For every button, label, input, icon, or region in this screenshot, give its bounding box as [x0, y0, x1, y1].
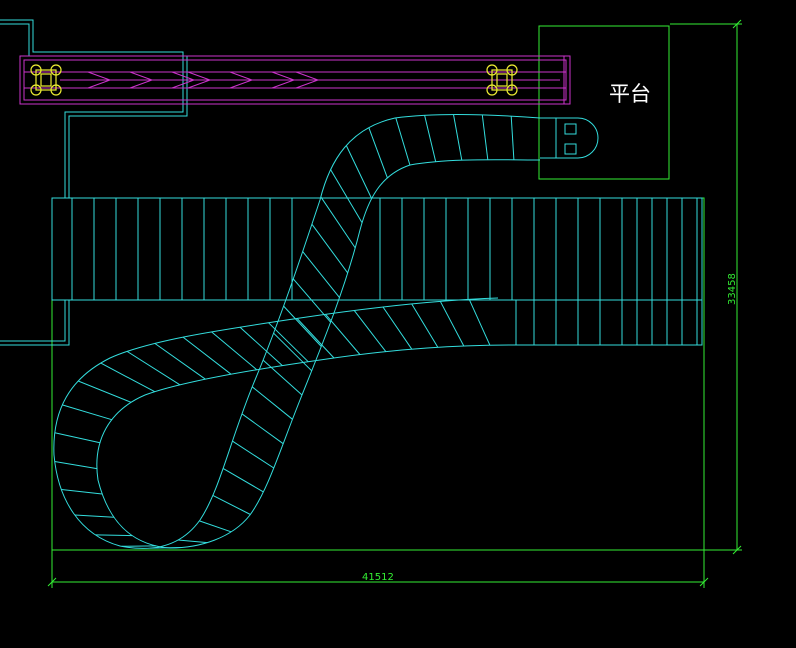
straight-slide-end: [515, 300, 703, 346]
tube-rib: [468, 299, 491, 346]
fixture-post: [30, 84, 42, 96]
tube-rib: [74, 514, 114, 518]
tube-outer-edge: [53, 114, 541, 549]
fixture: [30, 64, 62, 96]
entry-box: [564, 123, 577, 135]
tube-rib: [199, 520, 232, 533]
conveyor-belt: [19, 55, 571, 105]
width-dimension-label: 41512: [362, 572, 394, 583]
tube-rib: [241, 413, 284, 445]
tube-rib: [211, 331, 258, 371]
tube-rib: [302, 251, 340, 298]
tube-rib: [368, 127, 388, 179]
fixture-post: [486, 84, 498, 96]
tube-rib: [239, 326, 283, 366]
tube-rib: [126, 350, 181, 386]
fixture-post: [50, 84, 62, 96]
conveyor-arrows: [87, 71, 320, 89]
tube-rib: [262, 359, 303, 396]
straight-slide-section: [51, 197, 703, 346]
fixture: [486, 64, 518, 96]
tube-rib: [325, 313, 361, 355]
height-tick-top: [732, 19, 742, 29]
fixture-frame: [491, 69, 513, 91]
tube-rib: [251, 386, 293, 420]
fixture-core: [496, 73, 508, 87]
height-tick-bottom: [732, 545, 742, 555]
tube-rib: [61, 489, 103, 495]
tube-rib: [453, 114, 463, 161]
tube-rib: [439, 301, 465, 347]
tube-inner-edge: [96, 159, 541, 549]
fixture-post: [506, 64, 518, 76]
tube-rib: [268, 322, 309, 363]
tube-rib: [411, 303, 439, 348]
tube-rib: [54, 461, 97, 470]
tube-rib: [177, 539, 208, 544]
slide-entry: [540, 117, 599, 159]
tube-rib: [320, 196, 356, 249]
tube-rib: [54, 432, 101, 444]
straight-slide-outline: [51, 197, 703, 301]
tube-rib: [222, 467, 264, 493]
platform-label: 平台: [609, 82, 651, 106]
fixture-post: [30, 64, 42, 76]
fixture-post: [50, 64, 62, 76]
overall-boundary: [51, 197, 705, 551]
tube-rib: [345, 145, 373, 199]
entry-cap: [540, 117, 599, 159]
tube-rib: [296, 318, 335, 359]
tube-rib: [382, 306, 413, 350]
entry-box: [564, 143, 577, 155]
conveyor-fixtures: [30, 64, 518, 96]
fixture-post: [486, 64, 498, 76]
height-dimension-label: 33458: [727, 273, 738, 305]
tube-slide: [53, 114, 541, 549]
tube-rib: [292, 278, 331, 323]
width-tick-right: [699, 577, 709, 587]
tube-rib: [424, 115, 437, 162]
tube-rib: [481, 114, 489, 160]
tube-rib: [330, 169, 363, 223]
tube-rib: [78, 380, 132, 403]
tube-rib: [212, 494, 251, 515]
tube-rib: [283, 305, 322, 347]
fixture-core: [40, 73, 52, 87]
fixture-post: [506, 84, 518, 96]
tube-rib: [62, 404, 112, 421]
fixture-frame: [35, 69, 57, 91]
platform-outline: [538, 25, 670, 180]
tube-rib: [353, 310, 387, 352]
tube-rib: [182, 336, 232, 375]
tube-rib: [311, 223, 349, 274]
tube-rib: [154, 342, 206, 380]
tube-rib: [232, 440, 275, 469]
tube-rib: [510, 116, 515, 160]
tube-rib: [395, 117, 411, 166]
tube-rib: [95, 534, 133, 537]
tube-rib: [273, 332, 313, 372]
tube-rib: [150, 547, 182, 549]
tube-rib: [100, 362, 156, 393]
width-tick-left: [47, 577, 57, 587]
